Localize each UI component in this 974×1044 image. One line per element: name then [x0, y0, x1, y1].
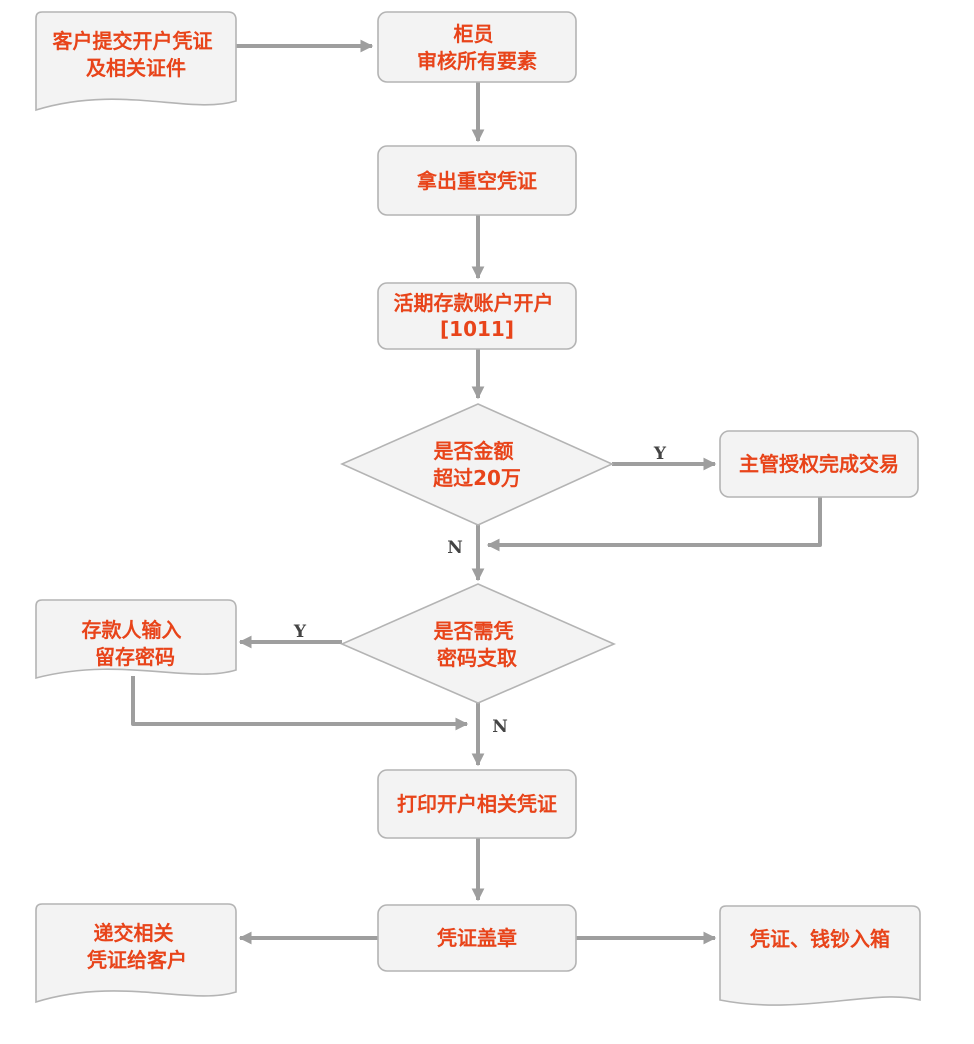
edge-label-amount-yes: Y	[653, 444, 667, 464]
svg-text:是否金额 超过20万: 是否金额 超过20万	[432, 439, 521, 490]
svg-text:打印开户相关凭证: 打印开户相关凭证	[397, 792, 557, 816]
node-label-line: 凭证给客户	[86, 948, 187, 972]
svg-text:凭证盖章: 凭证盖章	[436, 926, 517, 950]
edge-supervisor-return	[486, 497, 822, 552]
node-label-line: 留存密码	[95, 645, 175, 669]
node-label-line: 凭证、钱钞入箱	[749, 927, 890, 951]
decision-amount-over-200k: 是否金额 超过20万	[340, 403, 614, 526]
node-take-blank-voucher: 拿出重空凭证	[377, 145, 577, 216]
node-label-line: 存款人输入	[82, 618, 182, 642]
edges	[131, 39, 822, 945]
node-label-line: 客户提交开户凭证	[52, 29, 213, 53]
svg-text:活期存款账户开户 [1011]: 活期存款账户开户 [1011]	[394, 291, 561, 341]
decision-password-required: 是否需凭 密码支取	[340, 583, 616, 704]
svg-text:是否需凭 密码支取: 是否需凭 密码支取	[433, 619, 521, 670]
svg-text:凭证、钱钞入箱: 凭证、钱钞入箱	[749, 927, 890, 951]
node-supervisor-authorize: 主管授权完成交易	[719, 430, 919, 498]
svg-text:柜员 审核所有要素: 柜员 审核所有要素	[417, 22, 537, 73]
node-label-line: 凭证盖章	[436, 926, 517, 950]
edge-enter-password-return	[131, 676, 469, 731]
svg-text:存款人输入 留存密码: 存款人输入 留存密码	[82, 618, 189, 669]
edge-label-password-yes: Y	[293, 622, 307, 642]
node-label-line: 活期存款账户开户	[394, 291, 554, 315]
node-teller-review: 柜员 审核所有要素	[377, 11, 577, 83]
node-open-current-account: 活期存款账户开户 [1011]	[377, 282, 577, 350]
svg-text:递交相关 凭证给客户: 递交相关 凭证给客户	[86, 921, 187, 972]
node-label-line: 审核所有要素	[417, 49, 537, 73]
node-print-vouchers: 打印开户相关凭证	[377, 769, 577, 839]
node-submit-documents: 客户提交开户凭证 及相关证件	[35, 11, 237, 112]
node-label-line: 柜员	[454, 22, 494, 46]
svg-text:拿出重空凭证: 拿出重空凭证	[416, 169, 537, 193]
node-stamp-vouchers: 凭证盖章	[377, 904, 577, 972]
node-label-line: 是否需凭	[433, 619, 514, 643]
svg-text:主管授权完成交易: 主管授权完成交易	[739, 452, 899, 476]
svg-text:客户提交开户凭证 及相关证件: 客户提交开户凭证 及相关证件	[52, 29, 220, 80]
node-depositor-enter-password: 存款人输入 留存密码	[35, 599, 237, 680]
node-vouchers-cash-to-box: 凭证、钱钞入箱	[719, 905, 921, 1006]
node-return-vouchers-to-customer: 递交相关 凭证给客户	[35, 903, 237, 1004]
node-label-line: 及相关证件	[86, 56, 186, 80]
node-label-line: [1011]	[440, 317, 514, 341]
node-label-line: 是否金额	[433, 439, 514, 463]
node-label-line: 拿出重空凭证	[416, 169, 537, 193]
node-label-line: 密码支取	[437, 646, 517, 670]
node-label-line: 打印开户相关凭证	[397, 792, 557, 816]
node-label-line: 主管授权完成交易	[739, 452, 899, 476]
node-label-line: 超过20万	[432, 466, 521, 490]
edge-label-amount-no: N	[447, 538, 463, 558]
node-label-line: 递交相关	[94, 921, 174, 945]
edge-label-password-no: N	[492, 717, 508, 737]
